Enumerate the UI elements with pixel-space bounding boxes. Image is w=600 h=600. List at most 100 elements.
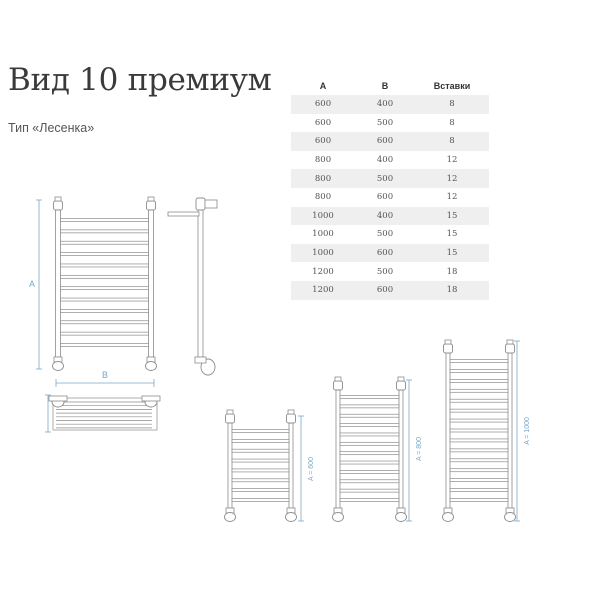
rail-left: [227, 422, 233, 509]
rung: [60, 286, 149, 291]
rung: [449, 448, 509, 453]
cell-b: 400: [355, 206, 415, 226]
page-subtitle: Тип «Лесенка»: [8, 121, 95, 135]
rung: [339, 423, 400, 427]
rail-left: [335, 389, 341, 509]
bottom-fitting: [224, 512, 236, 522]
top-nut: [226, 409, 234, 415]
table-header-row: А В Вставки: [291, 76, 489, 95]
rung: [231, 488, 290, 492]
cell-inserts: 18: [446, 266, 458, 277]
top-cap: [146, 200, 156, 211]
rung: [231, 468, 290, 473]
column-header-b: В: [381, 80, 389, 91]
cell-a: 800: [314, 155, 332, 166]
cell-b: 500: [376, 229, 394, 240]
side-valve: [204, 199, 218, 209]
cell-a: 600: [291, 95, 355, 114]
rung: [60, 252, 149, 256]
page-title: Вид 10 премиум: [8, 62, 272, 98]
rung: [449, 428, 509, 433]
cell-inserts: 15: [415, 206, 489, 226]
cell-inserts: 8: [415, 95, 489, 114]
side-rail: [197, 209, 204, 358]
rung: [339, 395, 400, 399]
cell-b: 500: [376, 117, 394, 128]
rung: [449, 408, 509, 413]
top-nut: [147, 196, 155, 202]
rung: [449, 388, 509, 393]
top-nut: [444, 339, 452, 345]
table-row: 1000 500 15: [291, 225, 489, 244]
rung: [60, 229, 149, 234]
top-view-bracket: [48, 395, 68, 402]
top-nut: [287, 409, 295, 415]
cell-a: 1000: [291, 206, 355, 226]
size-600-drawing: [224, 409, 304, 522]
rung: [60, 331, 149, 336]
top-cap: [505, 343, 515, 354]
top-frame: [52, 397, 158, 431]
cell-inserts: 12: [446, 192, 458, 203]
bottom-fitting: [504, 512, 516, 522]
rail-right: [148, 209, 154, 358]
cell-a: 1200: [312, 266, 334, 277]
top-cap: [53, 200, 63, 211]
rung: [339, 479, 400, 484]
cell-b: 600: [355, 243, 415, 263]
top-nut: [506, 339, 514, 345]
rung: [231, 458, 290, 463]
cell-a: 800: [291, 169, 355, 188]
rung: [231, 478, 290, 483]
rung: [60, 343, 149, 347]
top-cap: [443, 343, 453, 354]
rail-right: [507, 352, 513, 509]
cell-inserts: 8: [449, 117, 455, 128]
cell-inserts: 15: [446, 229, 458, 240]
rung: [60, 320, 149, 325]
cell-inserts: 8: [415, 132, 489, 151]
top-cap: [286, 413, 296, 424]
dimension-a-label: A: [29, 279, 35, 289]
rung: [449, 359, 509, 363]
rung: [449, 418, 509, 423]
cell-b: 500: [355, 169, 415, 188]
rail-right: [398, 389, 404, 509]
bottom-fitting: [395, 512, 407, 522]
rung: [60, 297, 149, 302]
rung: [339, 432, 400, 437]
rung: [339, 404, 400, 409]
rung: [339, 488, 400, 493]
rung: [231, 439, 290, 443]
rung: [449, 468, 509, 473]
cell-a: 1000: [312, 229, 334, 240]
cell-b: 600: [376, 192, 394, 203]
rail-right: [288, 422, 294, 509]
cell-a: 600: [314, 117, 332, 128]
top-nut: [397, 376, 405, 382]
rung: [449, 478, 509, 482]
column-header-inserts: Вставки: [433, 80, 471, 91]
size-800-label: A = 800: [416, 437, 423, 461]
top-cap: [225, 413, 235, 424]
bottom-fitting: [332, 512, 344, 522]
rung: [339, 470, 400, 474]
rung: [449, 369, 509, 373]
size-800-drawing: [332, 376, 412, 522]
size-600-label: A = 600: [308, 457, 315, 481]
side-view-drawing: [167, 197, 218, 376]
cell-a: 600: [291, 132, 355, 151]
rung: [339, 413, 400, 418]
rung: [449, 438, 509, 443]
rung: [339, 460, 400, 465]
bottom-fitting: [442, 512, 454, 522]
